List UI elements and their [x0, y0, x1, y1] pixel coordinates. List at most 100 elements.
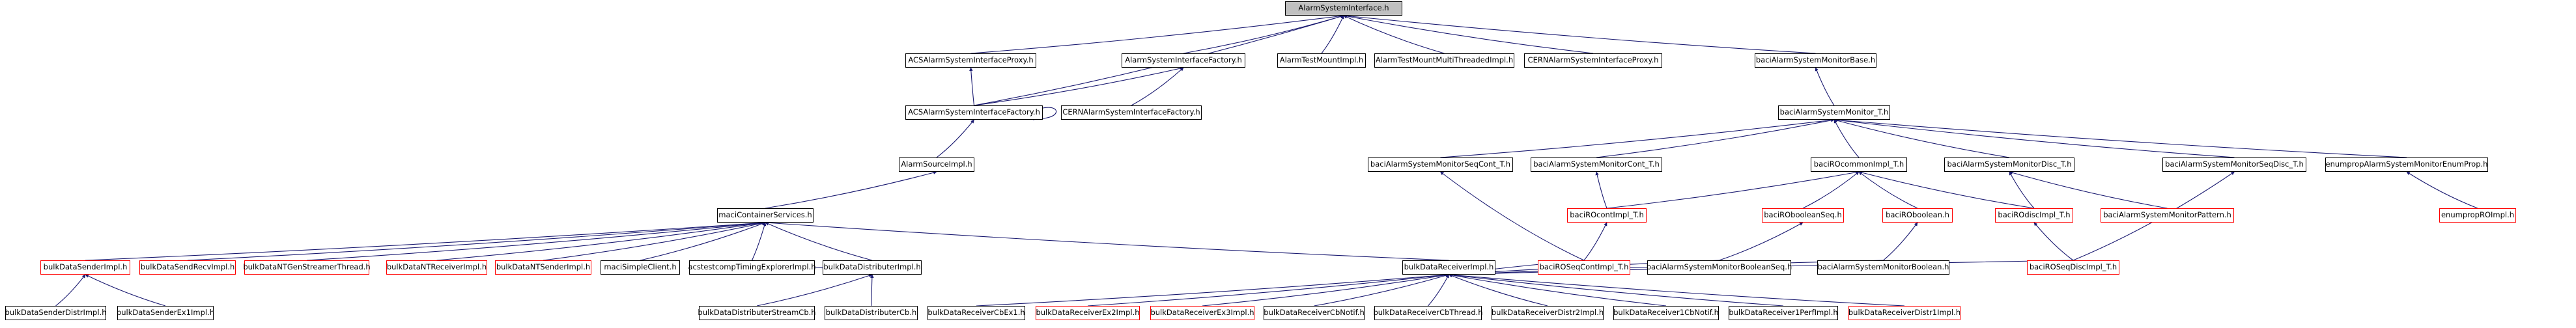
graph-node[interactable]: baciROcontImpl_T.h: [1567, 208, 1647, 223]
dependency-edge: [976, 273, 1450, 307]
graph-node[interactable]: baciAlarmSystemMonitorPattern.h: [2101, 208, 2234, 223]
graph-node[interactable]: bulkDataSendRecvImpl.h: [139, 260, 236, 275]
graph-node[interactable]: bulkDataReceiverEx3Impl.h: [1150, 306, 1254, 320]
graph-node[interactable]: bulkDataReceiver1PerfImpl.h: [1729, 306, 1838, 320]
graph-node[interactable]: baciAlarmSystemMonitorDisc_T.h: [1944, 157, 2074, 172]
graph-node[interactable]: baciROSeqContImpl_T.h: [1538, 260, 1630, 275]
graph-node[interactable]: baciROSeqDiscImpl_T.h: [2027, 260, 2119, 275]
graph-node[interactable]: AlarmSystemInterfaceFactory.h: [1122, 53, 1245, 68]
graph-node[interactable]: ACSAlarmSystemInterfaceFactory.h: [905, 105, 1043, 120]
graph-node[interactable]: baciAlarmSystemMonitor_T.h: [1778, 105, 1890, 120]
node-label: bulkDataReceiverCbThread.h: [1373, 308, 1483, 318]
graph-node[interactable]: enumpropAlarmSystemMonitorEnumProp.h: [2325, 157, 2488, 172]
dependency-edge: [756, 273, 873, 307]
graph-node[interactable]: baciROdiscImpl_T.h: [1995, 208, 2073, 223]
dependency-edge: [85, 221, 766, 261]
node-label: CERNAlarmSystemInterfaceProxy.h: [1527, 55, 1659, 65]
dependency-edge: [1448, 273, 1784, 307]
dependency-edge: [1343, 14, 1816, 54]
graph-node[interactable]: bulkDataReceiver1CbNotif.h: [1613, 306, 1719, 320]
node-label: bulkDataNTReceiverImpl.h: [386, 262, 487, 272]
node-label: bulkDataReceiver1CbNotif.h: [1613, 308, 1719, 318]
node-label: baciAlarmSystemMonitorBase.h: [1755, 55, 1876, 65]
dependency-edge: [765, 221, 1449, 261]
dependency-edge: [1858, 171, 1918, 209]
dependency-edge: [1833, 119, 1860, 158]
node-label: bulkDataDistributerCb.h: [825, 308, 917, 318]
graph-node[interactable]: bulkDataReceiverCbNotif.h: [1264, 306, 1365, 320]
node-label: AlarmSystemInterface.h: [1298, 3, 1389, 13]
dependency-edge: [1440, 118, 1835, 158]
graph-node[interactable]: baciAlarmSystemMonitorCont_T.h: [1531, 157, 1662, 172]
node-label: baciAlarmSystemMonitor_T.h: [1779, 107, 1889, 117]
node-label: baciROcommonImpl_T.h: [1813, 159, 1904, 169]
node-label: AlarmTestMountImpl.h: [1279, 55, 1364, 65]
node-label: baciROSeqContImpl_T.h: [1539, 262, 1629, 272]
graph-node[interactable]: bulkDataNTSenderImpl.h: [495, 260, 591, 275]
graph-node[interactable]: baciRObooleanSeq.h: [1762, 208, 1844, 223]
dependency-edge: [2406, 171, 2478, 209]
graph-node[interactable]: CERNAlarmSystemInterfaceProxy.h: [1524, 53, 1662, 68]
dependency-edge: [55, 274, 86, 307]
graph-node[interactable]: bulkDataReceiverCbEx1.h: [927, 306, 1025, 320]
dependency-edge: [2009, 171, 2168, 209]
dependency-edge: [1087, 273, 1450, 307]
graph-node[interactable]: CERNAlarmSystemInterfaceFactory.h: [1061, 105, 1202, 120]
graph-node[interactable]: baciAlarmSystemMonitorSeqDisc_T.h: [2162, 157, 2306, 172]
graph-node[interactable]: bulkDataReceiverCbThread.h: [1373, 306, 1483, 320]
graph-node[interactable]: AlarmTestMountImpl.h: [1277, 53, 1366, 68]
dependency-edge: [1440, 171, 1585, 261]
graph-node[interactable]: bulkDataReceiverEx2Impl.h: [1036, 306, 1140, 320]
graph-node[interactable]: baciAlarmSystemMonitorSeqCont_T.h: [1368, 157, 1513, 172]
graph-node[interactable]: bulkDataSenderImpl.h: [40, 260, 130, 275]
dependency-edge: [1131, 67, 1184, 106]
graph-node[interactable]: bulkDataReceiverImpl.h: [1402, 260, 1495, 275]
graph-node[interactable]: baciROboolean.h: [1882, 208, 1953, 223]
graph-node[interactable]: baciAlarmSystemMonitorBoolean.h: [1817, 260, 1949, 275]
dependency-edge: [85, 274, 166, 307]
node-label: baciROcontImpl_T.h: [1570, 210, 1644, 220]
graph-node[interactable]: bulkDataDistributerCb.h: [825, 306, 918, 320]
node-label: bulkDataReceiverCbEx1.h: [927, 308, 1025, 318]
dependency-edge: [187, 221, 766, 261]
dependency-edge: [1833, 118, 2010, 158]
graph-node[interactable]: baciROcommonImpl_T.h: [1811, 157, 1907, 172]
graph-node[interactable]: ACSAlarmSystemInterfaceProxy.h: [905, 53, 1036, 68]
dependency-edge: [2033, 222, 2074, 261]
dependency-edge: [1833, 118, 2407, 158]
graph-node[interactable]: acstestcompTimingExplorerImpl.h: [688, 260, 816, 275]
graph-node[interactable]: bulkDataSenderEx1Impl.h: [117, 306, 214, 320]
graph-node[interactable]: bulkDataDistributerStreamCb.h: [698, 306, 816, 320]
graph-root-node[interactable]: AlarmSystemInterface.h: [1285, 1, 1402, 16]
graph-node[interactable]: bulkDataDistributerImpl.h: [823, 260, 922, 275]
graph-node[interactable]: baciAlarmSystemMonitorBooleanSeq.h: [1647, 260, 1792, 275]
dependency-edge: [752, 222, 767, 261]
graph-node[interactable]: bulkDataSenderDistrImpl.h: [5, 306, 107, 320]
dependency-edge: [1448, 274, 1548, 307]
node-label: bulkDataReceiverDistr2Impl.h: [1491, 308, 1604, 318]
node-label: CERNAlarmSystemInterfaceFactory.h: [1062, 107, 1200, 117]
graph-node[interactable]: bulkDataReceiverDistr2Impl.h: [1492, 306, 1604, 320]
dependency-edge: [1448, 273, 1905, 307]
dependency-edge: [765, 222, 873, 261]
dependency-edge: [1314, 273, 1450, 307]
graph-node[interactable]: bulkDataNTReceiverImpl.h: [386, 260, 487, 275]
node-label: bulkDataSendRecvImpl.h: [140, 262, 235, 272]
graph-node[interactable]: maciSimpleClient.h: [601, 260, 680, 275]
dependency-edge: [640, 222, 766, 261]
graph-node[interactable]: enumpropROImpl.h: [2439, 208, 2516, 223]
dependency-edge: [974, 66, 1184, 106]
graph-node[interactable]: AlarmSourceImpl.h: [899, 157, 974, 172]
node-label: bulkDataReceiverEx3Impl.h: [1150, 308, 1254, 318]
graph-node[interactable]: baciAlarmSystemMonitorBase.h: [1755, 53, 1876, 68]
graph-node[interactable]: maciContainerServices.h: [717, 208, 814, 223]
dependency-edge: [2009, 171, 2035, 209]
dependency-edge: [936, 119, 974, 158]
graph-node[interactable]: AlarmTestMountMultiThreadedImpl.h: [1374, 53, 1514, 68]
graph-node[interactable]: bulkDataNTGenStreamerThread.h: [243, 260, 371, 275]
node-label: bulkDataReceiver1PerfImpl.h: [1729, 308, 1838, 318]
graph-node[interactable]: bulkDataReceiverDistr1Impl.h: [1848, 306, 1960, 320]
dependency-edge: [765, 171, 937, 209]
node-label: baciAlarmSystemMonitorDisc_T.h: [1947, 159, 2072, 169]
